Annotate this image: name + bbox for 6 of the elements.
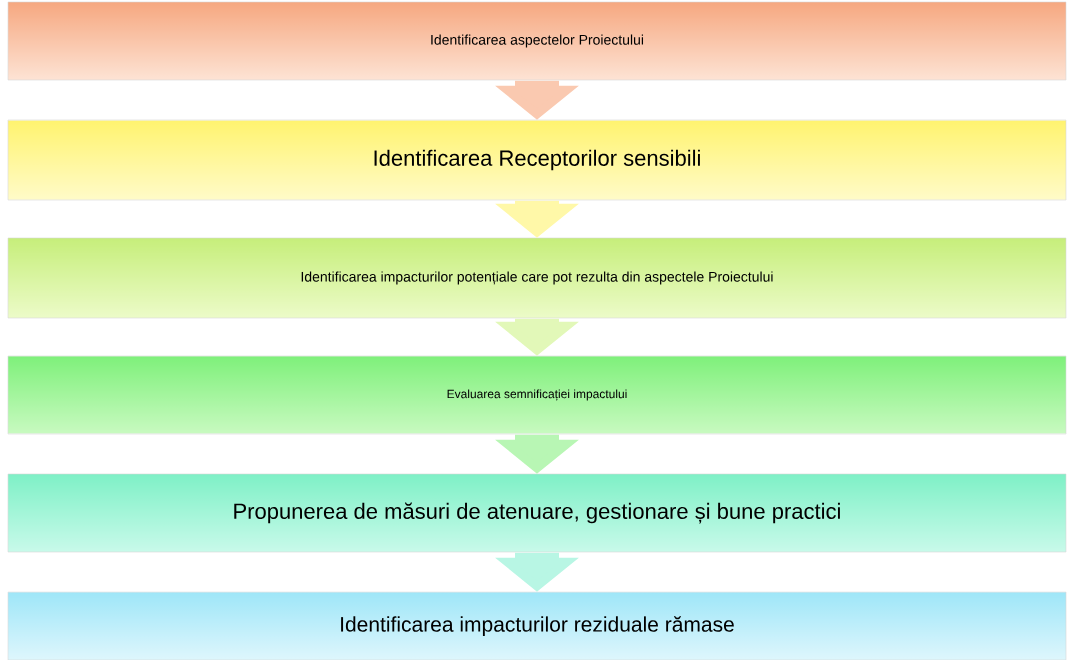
process-band: Identificarea impacturilor potențiale care pot rezulta din aspectele Proiectului	[7, 237, 1067, 319]
process-band: Identificarea impacturilor reziduale rămase	[7, 591, 1067, 660]
process-band: Identificarea aspectelor Proiectului	[7, 1, 1067, 81]
process-band: Evaluarea semnificației impactului	[7, 355, 1067, 435]
process-band: Propunerea de măsuri de atenuare, gestionare și bune practici	[7, 473, 1067, 553]
process-band: Identificarea Receptorilor sensibili	[7, 119, 1067, 201]
